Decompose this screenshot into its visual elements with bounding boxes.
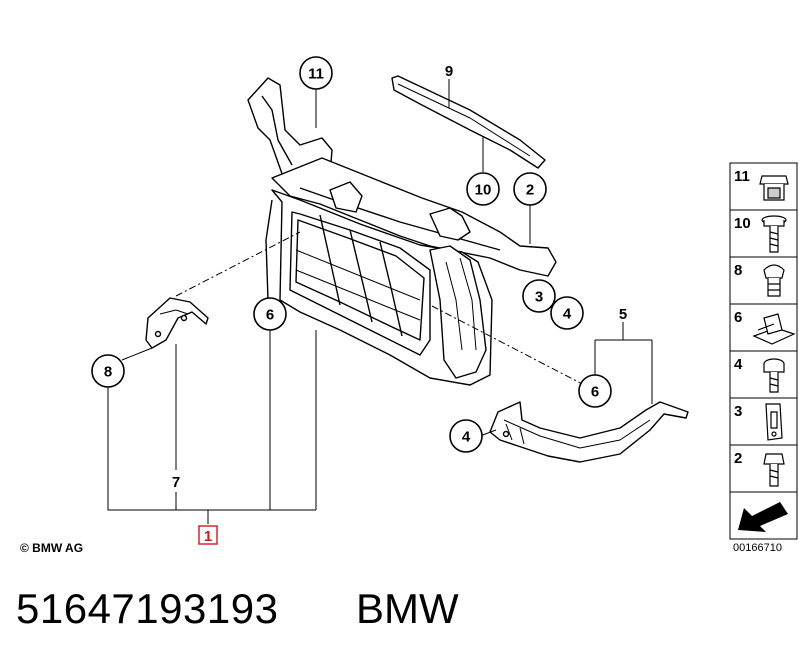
svg-text:4: 4 <box>563 306 572 323</box>
legend-item-4: 4 <box>729 350 798 399</box>
document-number: 00166710 <box>733 542 782 554</box>
callout-2: 2 <box>513 172 547 206</box>
brand-name: BMW <box>356 585 459 632</box>
callout-4-lower: 4 <box>449 419 483 453</box>
svg-text:1: 1 <box>204 528 212 545</box>
callout-6-left: 6 <box>253 297 287 331</box>
label-5: 5 <box>619 306 627 323</box>
legend-item-2: 2 <box>729 444 798 493</box>
svg-text:6: 6 <box>591 384 599 401</box>
torx-screw-icon <box>763 358 785 393</box>
legend-item-3: 3 <box>729 397 798 446</box>
callout-11: 11 <box>299 56 333 90</box>
legend-item-10: 10 <box>729 209 798 258</box>
callout-6-right: 6 <box>578 374 612 408</box>
spring-nut-icon <box>752 313 796 345</box>
part-number: 51647193193 <box>16 585 279 632</box>
expanding-rivet-icon <box>763 264 785 297</box>
highlighted-label-1: 1 <box>198 525 218 545</box>
front-carrier-drawing <box>247 77 557 386</box>
hex-bolt-icon <box>761 215 787 253</box>
slotted-bracket-icon <box>765 403 783 441</box>
diagram-arrow-icon <box>729 491 798 540</box>
bracket-5-drawing <box>489 401 689 463</box>
copyright-text: © BMW AG <box>20 541 84 555</box>
seal-strip-drawing <box>391 75 546 169</box>
callout-10: 10 <box>466 172 500 206</box>
callout-3: 3 <box>522 279 556 313</box>
svg-text:4: 4 <box>734 356 743 373</box>
svg-text:2: 2 <box>526 182 534 199</box>
hex-screw-icon <box>763 453 785 487</box>
svg-text:3: 3 <box>535 289 543 306</box>
legend-item-8: 8 <box>729 256 798 305</box>
svg-text:6: 6 <box>266 307 274 324</box>
clip-nut-icon <box>759 175 789 201</box>
svg-text:4: 4 <box>462 429 471 446</box>
bracket-7-drawing <box>145 297 209 349</box>
leader-lines <box>107 79 653 524</box>
callout-8: 8 <box>91 354 125 388</box>
label-9: 9 <box>445 63 453 80</box>
svg-text:8: 8 <box>104 364 112 381</box>
svg-text:10: 10 <box>475 182 492 199</box>
callout-4-upper: 4 <box>550 296 584 330</box>
label-7: 7 <box>172 474 180 491</box>
svg-text:2: 2 <box>734 450 742 467</box>
legend-item-6: 6 <box>729 303 798 352</box>
svg-text:6: 6 <box>734 309 742 326</box>
svg-text:8: 8 <box>734 262 742 279</box>
svg-text:3: 3 <box>734 403 742 420</box>
svg-text:11: 11 <box>308 66 324 83</box>
svg-text:11: 11 <box>734 168 750 185</box>
svg-text:10: 10 <box>734 215 751 232</box>
legend: 11 10 8 <box>729 162 798 540</box>
legend-item-11: 11 <box>729 162 798 211</box>
